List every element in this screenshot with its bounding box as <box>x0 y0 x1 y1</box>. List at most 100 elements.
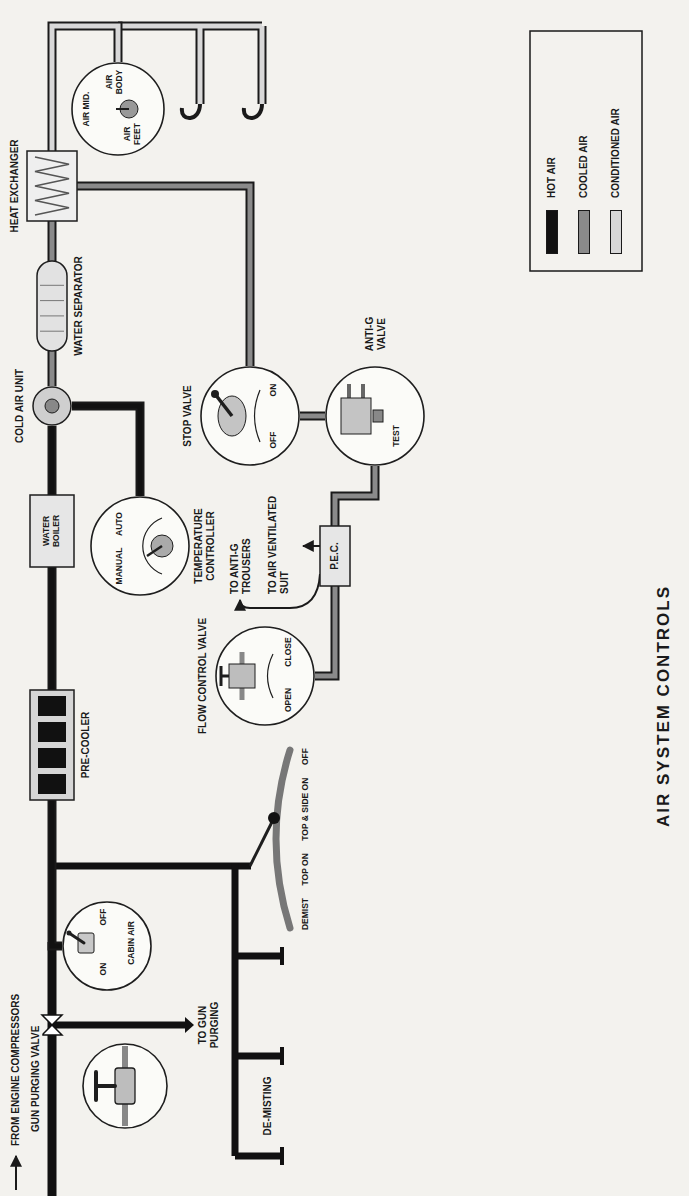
pipe-fill <box>50 351 55 386</box>
control-setting: AIR MID. <box>82 92 92 127</box>
separator-rib <box>40 331 64 332</box>
selector-quadrant <box>276 750 290 928</box>
outlet-label: TO AIR VENTILATED SUIT <box>267 484 290 596</box>
air-pipe <box>52 351 53 386</box>
separator-rib <box>40 285 64 286</box>
separator-rib <box>40 315 64 316</box>
outlet-label: TO GUN PURGING <box>197 992 220 1058</box>
hex-outline <box>27 151 77 221</box>
dial-face <box>63 902 151 990</box>
circle-outline <box>325 366 425 466</box>
air-pipe <box>300 416 325 417</box>
switch-body <box>78 933 94 953</box>
selector-position: DEMIST <box>301 898 311 930</box>
switch-lever <box>69 933 84 943</box>
circle-outline <box>90 496 190 596</box>
valve-body <box>115 1068 135 1104</box>
heat-exchanger: HEAT EXCHANGER <box>27 151 77 221</box>
valve-handle <box>221 666 229 686</box>
de-misting-duct <box>52 863 251 870</box>
sep-outline <box>37 261 67 351</box>
valve-position: CLOSE <box>284 637 294 666</box>
separator-rib <box>40 300 64 301</box>
separator-casing <box>37 261 67 351</box>
valve-position: OFF <box>269 432 279 449</box>
flow-arrow <box>15 1156 17 1190</box>
knob-pointer <box>116 108 129 110</box>
switch-name: CABIN AIR <box>127 921 137 965</box>
pec-unit: P.E.C. <box>320 526 350 586</box>
dial-face <box>326 367 424 465</box>
legend-swatch <box>546 210 558 254</box>
exchanger-matrix <box>35 157 69 215</box>
pipe-fill <box>335 466 375 526</box>
component-label: TEMPERATURE CONTROLLER <box>193 496 216 596</box>
valve-position: OPEN <box>284 688 294 712</box>
pipe-fill <box>315 586 335 676</box>
pipe-fill <box>52 800 62 946</box>
circle-outline <box>215 626 315 726</box>
lever-knob <box>211 390 219 398</box>
diagram-title: AIR SYSTEM CONTROLS <box>654 585 674 827</box>
precooler-outline <box>30 690 74 800</box>
outlet-arrow <box>303 545 320 547</box>
air-distribution-control: AIR MID. AIR BODY AIR FEET <box>71 62 165 156</box>
cooler-matrix <box>38 696 66 716</box>
pipe-connector <box>48 426 57 495</box>
air-pipe <box>52 800 62 946</box>
air-pipe <box>52 221 53 261</box>
pipe-fill <box>50 567 55 690</box>
selector-position: TOP ON <box>301 853 311 885</box>
air-outlet <box>182 104 262 118</box>
legend-frame <box>530 31 642 271</box>
outlet-label: TO ANTI-G TROUSERS <box>229 520 252 596</box>
pipe-connector <box>77 186 250 366</box>
air-pipe <box>315 586 335 676</box>
pipe-fill <box>50 221 55 261</box>
control-setting: AIR FEET <box>123 119 143 149</box>
pipe-fill <box>77 186 250 366</box>
pipe-connector <box>300 412 325 421</box>
control-setting: AIR BODY <box>105 67 125 97</box>
switch-position: OFF <box>99 909 109 926</box>
water-boiler: WATER BOILER <box>30 495 74 567</box>
pipe-connector <box>52 800 62 946</box>
de-misting-selector: DEMISTTOP ONTOP & SIDE ONOFF <box>250 744 320 934</box>
component-label: P.E.C. <box>329 542 341 570</box>
legend-swatch <box>578 210 590 254</box>
cooler-matrix <box>38 774 66 794</box>
dial-setting: MANUAL <box>115 548 125 585</box>
test-button <box>373 410 383 422</box>
pipe-connector <box>48 567 57 690</box>
pipe-connector <box>72 406 140 496</box>
outlet-nozzle <box>280 947 284 1165</box>
cold-air-unit: COLD AIR UNIT <box>32 386 72 426</box>
selector-lever <box>250 818 274 866</box>
component-label: STOP VALVE <box>182 383 194 449</box>
switch-position: ON <box>99 963 109 976</box>
legend-label: CONDITIONED AIR <box>610 108 622 198</box>
cooler-matrix <box>38 748 66 768</box>
valve-handle <box>96 1072 115 1100</box>
turbine-hub <box>45 399 59 413</box>
valve-body <box>341 398 371 434</box>
pipe-connector <box>48 221 57 261</box>
valve-body <box>229 664 255 688</box>
cabin-air-switch: ON CABIN AIR OFF <box>62 901 152 991</box>
source-label: FROM ENGINE COMPRESSORS <box>10 992 22 1148</box>
dial-setting: AUTO <box>115 512 125 536</box>
dial-face <box>216 627 314 725</box>
cooler-matrix <box>38 722 66 742</box>
selector-position: OFF <box>301 748 311 765</box>
dial-face <box>72 63 164 155</box>
component-label: HEAT EXCHANGER <box>9 137 21 234</box>
air-pipe <box>72 406 140 496</box>
valve-lever <box>215 394 232 416</box>
dial-face <box>201 367 299 465</box>
pipe-fill <box>72 406 140 496</box>
legend-swatch <box>610 210 622 254</box>
dial-pointer <box>147 546 162 556</box>
valve-nozzle <box>349 384 363 398</box>
valve-label: GUN PURGING VALVE <box>30 1024 42 1134</box>
unit-casing <box>320 526 350 586</box>
